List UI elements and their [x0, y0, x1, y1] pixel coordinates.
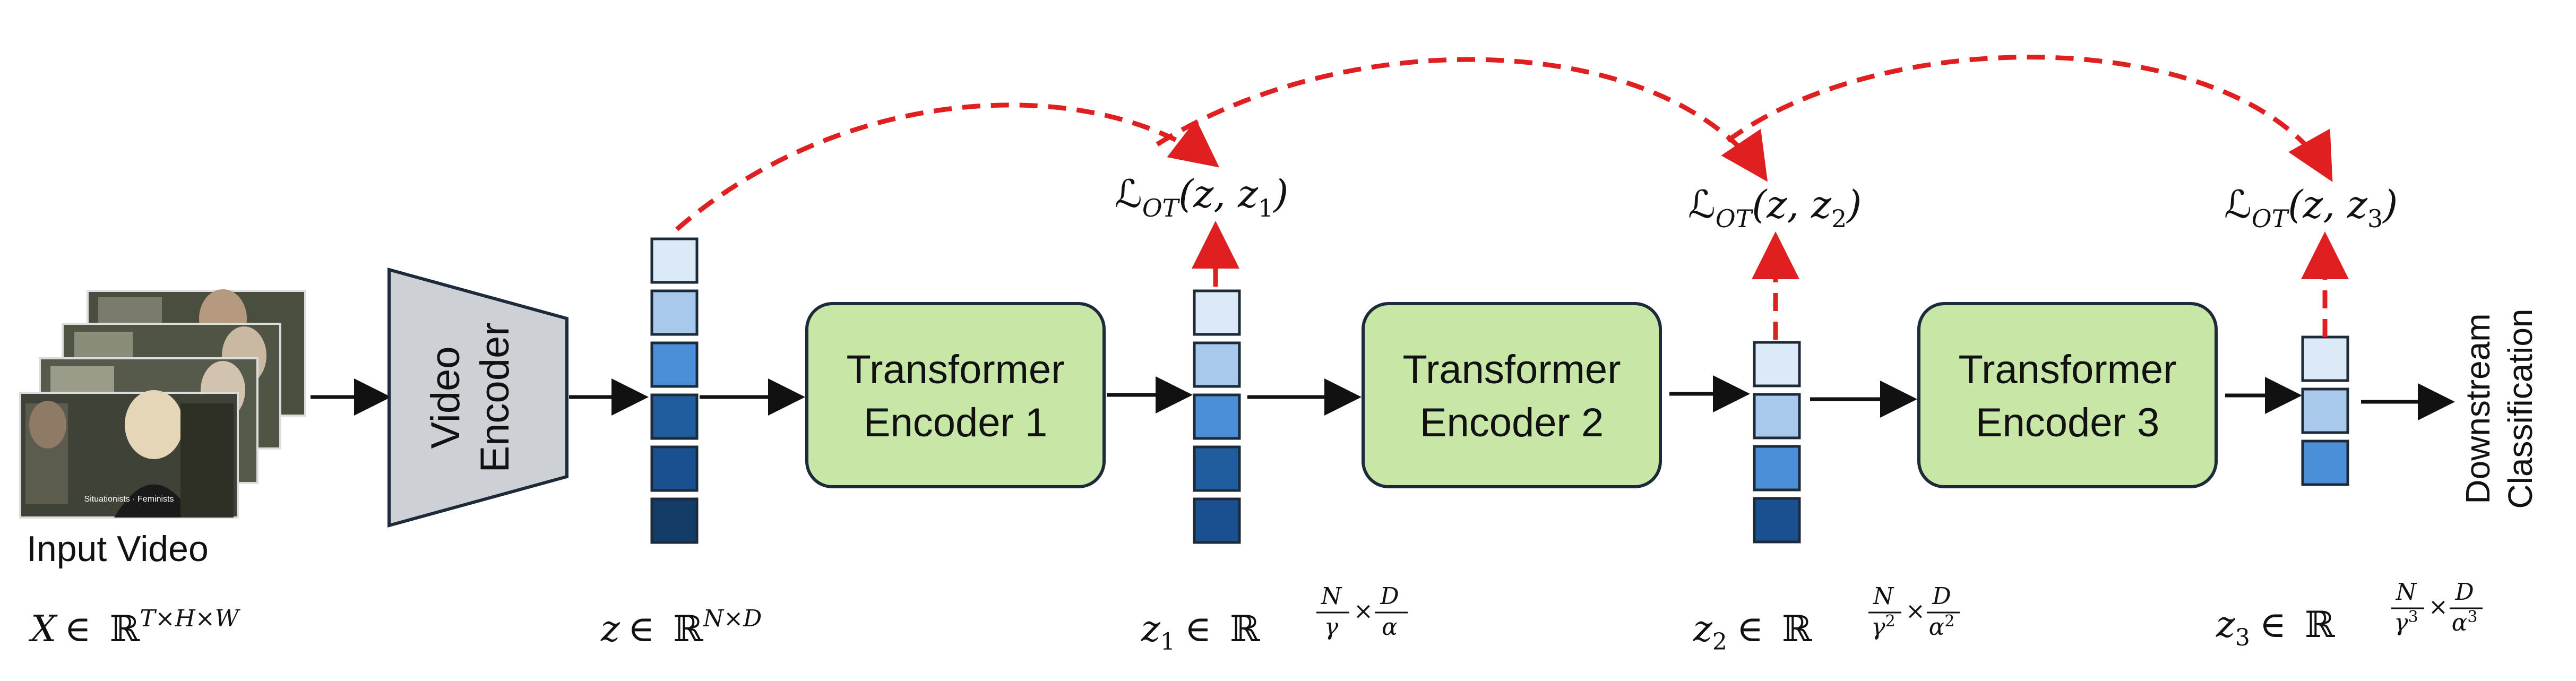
times-sign: ×: [1354, 598, 1373, 625]
loss-arrows: [675, 55, 2349, 340]
fraction-denominator: α3: [2452, 608, 2478, 636]
formula-main: z2∈ℝ: [1693, 608, 1812, 656]
times-sign: ×: [2428, 593, 2448, 620]
loss-label-2: ℒOT(z, z2): [1688, 182, 1862, 233]
loss-arc-z-to-loss-3: [1726, 55, 2333, 182]
z-formula: z∈ℝN×D: [600, 605, 762, 650]
fraction-denominator: α: [1382, 614, 1398, 641]
video-encoder-label-line1: Video: [423, 346, 468, 449]
video-encoder-label-line2: Encoder: [472, 322, 518, 472]
formula-main: z3∈ℝ: [2216, 604, 2335, 651]
fraction-numerator: D: [1932, 583, 1951, 610]
z3-formula: z3∈ℝ Nγ3 ×Dα3: [2216, 579, 2483, 651]
video-encoder: Video Encoder: [387, 268, 568, 528]
token-cell: [2301, 335, 2349, 382]
token-column-z: [650, 237, 699, 544]
times-sign: ×: [1906, 598, 1925, 625]
token-cell: [1753, 497, 1801, 544]
token-cell: [1193, 289, 1241, 336]
loss-label-1: ℒOT(z, z1): [1115, 171, 1288, 222]
fraction-numerator: D: [2454, 579, 2474, 606]
token-cell: [650, 497, 699, 544]
token-cell: [1193, 445, 1241, 492]
transformer-3-line2: Encoder 3: [1976, 400, 2159, 445]
fraction-numerator: N: [1873, 583, 1894, 610]
token-cell: [1193, 393, 1241, 440]
transformer-encoder-3: Transformer Encoder 3: [1917, 302, 2218, 488]
transformer-3-line1: Transformer: [1958, 347, 2176, 392]
token-column-z2: [1753, 341, 1801, 544]
downstream-label-line2: Classification: [2501, 308, 2539, 508]
loss-label-3: ℒOT(z, z3): [2224, 182, 2398, 233]
loss-arc-z-to-loss-1: [675, 102, 1220, 231]
token-cell: [1753, 445, 1801, 492]
token-cell: [650, 341, 699, 388]
token-cell: [1193, 497, 1241, 544]
token-cell: [2301, 387, 2349, 434]
token-cell: [1193, 341, 1241, 388]
token-cell: [650, 393, 699, 440]
token-cell: [650, 237, 699, 284]
transformer-encoder-1: Transformer Encoder 1: [805, 302, 1106, 488]
token-cell: [2301, 439, 2349, 486]
transformer-encoder-2: Transformer Encoder 2: [1362, 302, 1662, 488]
frame-caption: Situationists · Feminists: [84, 495, 174, 504]
fraction-denominator: γ3: [2394, 608, 2418, 636]
token-column-z1: [1193, 289, 1241, 544]
z2-formula: z2∈ℝ Nγ2 × Dα2: [1693, 583, 1960, 656]
fraction-numerator: N: [2396, 579, 2417, 606]
input-video-frames: Situationists · Feminists: [19, 289, 306, 519]
transformer-1-line1: Transformer: [846, 347, 1064, 392]
fraction-denominator: γ2: [1871, 612, 1895, 641]
fraction-denominator: γ: [1324, 614, 1339, 641]
token-cell: [650, 289, 699, 336]
video-frame: Situationists · Feminists: [19, 390, 239, 519]
input-formula: X∈ℝT×H×W: [28, 605, 241, 650]
token-cell: [650, 445, 699, 492]
transformer-2-line1: Transformer: [1402, 347, 1621, 392]
formula-main: z1∈ℝ: [1141, 608, 1260, 656]
fraction-denominator: α2: [1929, 612, 1955, 641]
downstream-label-line1: Downstream: [2459, 313, 2497, 504]
token-column-z3: [2301, 335, 2349, 486]
fraction-numerator: N: [1321, 583, 1342, 610]
input-video-label: Input Video: [27, 529, 209, 569]
transformer-2-line2: Encoder 2: [1420, 400, 1604, 445]
z1-formula: z1∈ℝ Nγ × Dα: [1141, 583, 1408, 656]
fraction-numerator: D: [1380, 583, 1399, 610]
token-cell: [1753, 393, 1801, 439]
token-cell: [1753, 341, 1801, 387]
loss-arc-z-to-loss-2: [1156, 57, 1768, 182]
transformer-1-line2: Encoder 1: [864, 400, 1047, 445]
